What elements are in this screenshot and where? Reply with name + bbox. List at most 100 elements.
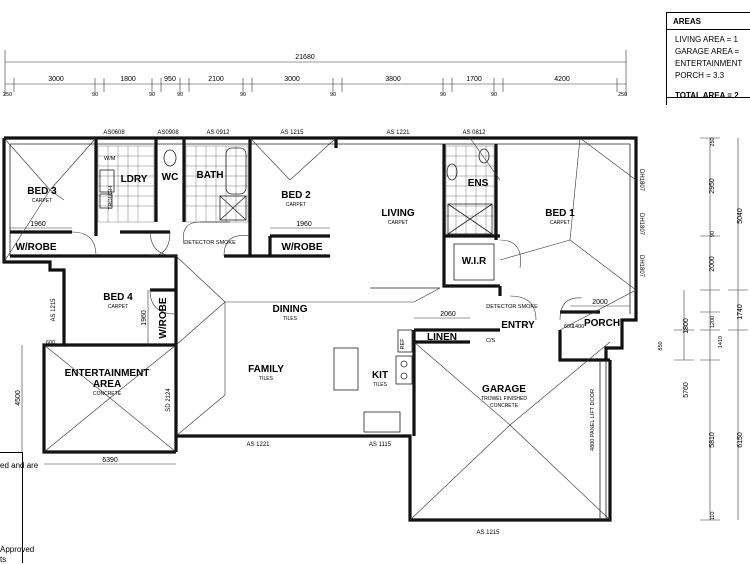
- top-dim-1: 3000: [48, 76, 64, 83]
- window-label-12: AS 1115: [369, 442, 392, 448]
- window-label-9: DH1807: [638, 213, 644, 236]
- internal-walls: [10, 138, 610, 436]
- end-tick-right: 250: [618, 92, 627, 98]
- room-dining-name: DINING: [273, 304, 308, 315]
- dim-2000: 2000: [592, 299, 608, 306]
- dim-4500: 4500: [15, 390, 22, 406]
- right-dim-110: 110: [710, 512, 716, 521]
- overall-dimension: 21680: [295, 54, 315, 61]
- room-bed1-floor: CARPET: [550, 220, 570, 226]
- garage-door: [599, 360, 607, 520]
- window-label-3: AS 0912: [206, 130, 230, 136]
- right-dim-850: 850: [658, 341, 664, 350]
- room-garage-floor-1: TROWEL FINISHED: [481, 396, 527, 402]
- dim-1960-c: 1960: [141, 310, 148, 326]
- areas-living: LIVING AREA = 1: [675, 35, 738, 44]
- outer-walls: [2, 136, 638, 522]
- smoke-detector-2: DETECTOR SMOKE: [486, 304, 538, 310]
- dim-1960-b: 1960: [296, 221, 312, 228]
- right-dim-5760: 5760: [683, 382, 690, 398]
- smoke-detector-1: DETECTOR SMOKE: [184, 240, 236, 246]
- window-label-13: AS 1215: [476, 530, 500, 536]
- room-bed4-name: BED 4: [103, 292, 133, 303]
- room-wc-name: WC: [162, 172, 179, 183]
- dim-2060: 2060: [440, 311, 456, 318]
- end-tick-4: 90: [240, 92, 246, 98]
- right-dim-5040: 5040: [737, 208, 744, 224]
- window-label-14: SD 2124: [166, 388, 172, 412]
- room-wrobe-1: W/ROBE: [15, 242, 56, 253]
- window-label-11: AS 1221: [246, 442, 270, 448]
- top-dim-3: 950: [164, 76, 176, 83]
- dim-1960-a: 1960: [30, 221, 46, 228]
- areas-table: AREAS LIVING AREA = 1 GARAGE AREA = ENTE…: [666, 12, 750, 105]
- end-tick-2: 90: [149, 92, 155, 98]
- window-label-10: DH1807: [638, 255, 644, 278]
- areas-total: TOTAL AREA = 2: [675, 91, 739, 100]
- roof-lines: [3, 137, 637, 521]
- approval-stamp: ed and are Approved ts: [0, 452, 38, 564]
- ref-label: REF: [400, 338, 406, 350]
- trough-label: TROUGH: [108, 186, 114, 210]
- room-wir-name: W.I.R: [462, 256, 487, 267]
- end-tick-3: 90: [177, 92, 183, 98]
- end-tick-7: 90: [491, 92, 497, 98]
- door-swings: [71, 221, 583, 321]
- room-bed3-name: BED 3: [27, 186, 57, 197]
- right-dim-1200: 1200: [710, 316, 716, 328]
- right-dim-2000: 2000: [709, 256, 716, 272]
- top-dim-4: 2100: [208, 76, 224, 83]
- room-bed4-floor: CARPET: [108, 304, 128, 310]
- room-kit-name: KIT: [372, 370, 388, 381]
- right-dim-1800: 1800: [683, 318, 690, 334]
- areas-divider-mid: [667, 97, 750, 98]
- room-family-floor: TILES: [259, 376, 274, 382]
- room-bed1-name: BED 1: [545, 208, 575, 219]
- top-dim-2: 1800: [120, 76, 136, 83]
- room-bed2-name: BED 2: [281, 190, 311, 201]
- room-living-name: LIVING: [381, 208, 415, 219]
- right-dim-1740: 1740: [737, 304, 744, 320]
- right-dim-1410: 1410: [718, 336, 724, 348]
- room-family-name: FAMILY: [248, 364, 284, 375]
- right-dim-90: 90: [710, 231, 716, 237]
- areas-entertainment: ENTERTAINMENT: [675, 59, 743, 68]
- room-linen-name: LINEN: [427, 332, 457, 343]
- room-ldry-name: LDRY: [121, 174, 148, 185]
- window-label-8: DH1807: [638, 169, 644, 192]
- room-kit-floor: TILES: [373, 382, 388, 388]
- right-dim-2950: 2950: [709, 178, 716, 194]
- top-dim-7: 1700: [466, 76, 482, 83]
- right-dim-6150: 6150: [737, 432, 744, 448]
- approval-line-1: ed and are: [0, 461, 39, 470]
- room-ent-name-1: ENTERTAINMENT: [65, 368, 150, 379]
- window-label-2: AS0908: [157, 130, 179, 136]
- room-porch-name: PORCH: [584, 318, 620, 329]
- dim-1400: 1400: [572, 324, 584, 330]
- end-tick-left: 250: [3, 92, 12, 98]
- washing-machine-label: W/M: [104, 156, 116, 162]
- internal-dim-lines: [10, 227, 630, 465]
- dim-600-a: 600: [46, 340, 55, 346]
- room-bath-name: BATH: [196, 170, 223, 181]
- cs-label: C/S: [486, 338, 496, 344]
- room-wrobe-3: W/ROBE: [158, 297, 169, 338]
- right-dimension-strings: [674, 137, 748, 521]
- garage-door-label: 4800 PANEL LIFT DOOR: [590, 389, 596, 451]
- room-ent-name-2: AREA: [93, 379, 121, 390]
- room-living-floor: CARPET: [388, 220, 408, 226]
- right-dim-250: 250: [710, 137, 716, 146]
- room-garage-floor-2: CONCRETE: [490, 403, 519, 409]
- window-label-5: AS 1221: [386, 130, 410, 136]
- room-dining-floor: TILES: [283, 316, 298, 322]
- room-bed3-floor: CARPET: [32, 198, 52, 204]
- approval-line-3: ts: [0, 555, 7, 564]
- right-dim-5810: 5810: [709, 432, 716, 448]
- window-label-4: AS 1215: [280, 130, 304, 136]
- window-label-6: AS 0812: [462, 130, 486, 136]
- top-dim-6: 3800: [385, 76, 401, 83]
- areas-garage: GARAGE AREA =: [675, 47, 740, 56]
- areas-porch: PORCH = 3.3: [675, 71, 725, 80]
- room-wrobe-2: W/ROBE: [281, 242, 322, 253]
